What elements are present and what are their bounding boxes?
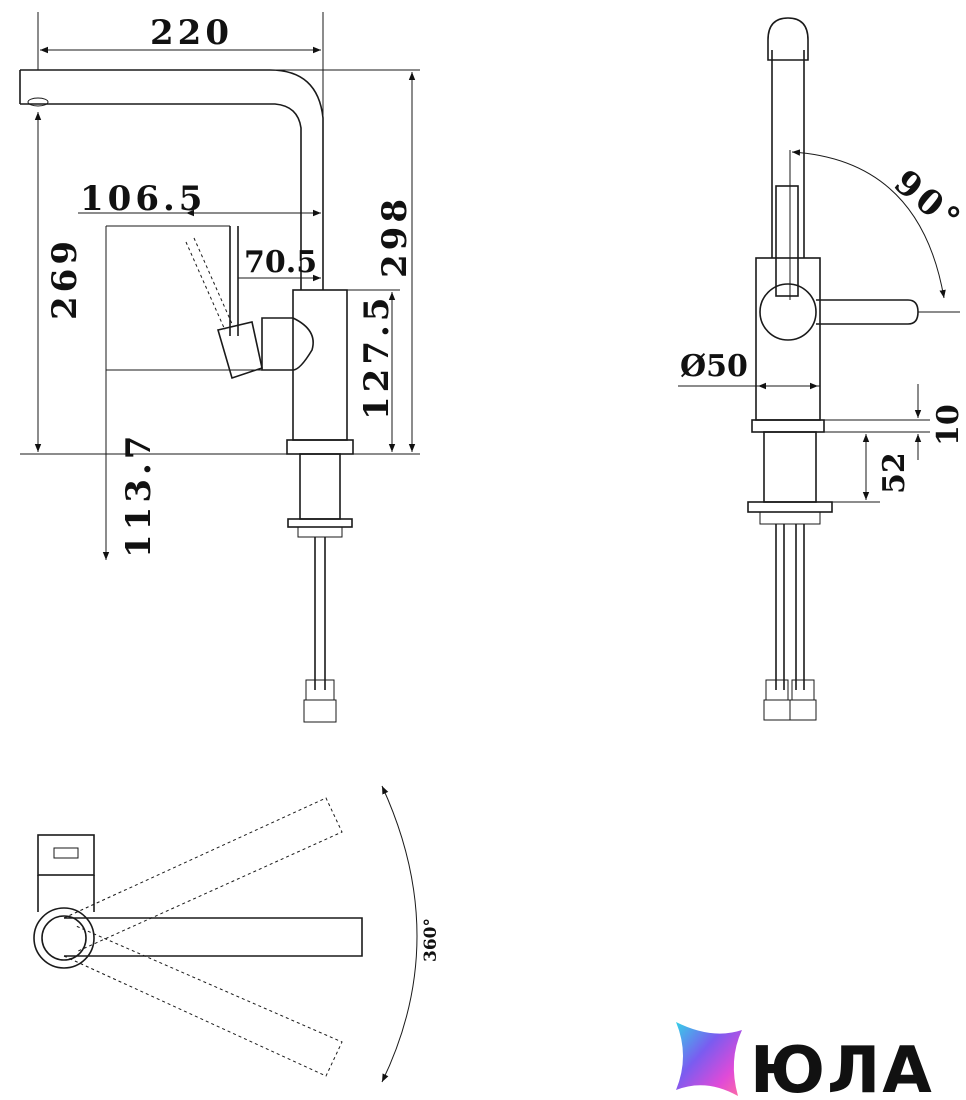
- dim-body-height-label: 127.5: [357, 294, 397, 420]
- top-spout: [64, 917, 363, 957]
- dim-total-height-label: 298: [375, 195, 415, 278]
- front-view: 90° Ø50 10 52: [678, 17, 966, 721]
- dim-handle-angle-label: 90°: [886, 162, 966, 242]
- spout-aerator: [27, 97, 49, 107]
- dim-width-label: 220: [150, 13, 233, 53]
- front-mount-plate: [747, 501, 833, 513]
- mount-nut: [297, 526, 343, 538]
- dim-base-thickness-label: 10: [931, 404, 966, 446]
- handle-joint: [216, 321, 263, 380]
- dim-spout-height-label: 269: [45, 237, 85, 320]
- front-body: [755, 257, 821, 421]
- top-body-outer: [33, 907, 95, 969]
- dim-handle-reach-label: 106.5: [80, 179, 206, 219]
- top-lever-slot: [53, 847, 79, 859]
- top-lever-box: [37, 834, 95, 876]
- dim-rotation-label: 360°: [421, 918, 441, 962]
- logo: ЮЛА: [676, 1022, 934, 1100]
- base-ring: [286, 439, 354, 455]
- handle-hub: [759, 283, 817, 341]
- spout-tip: [767, 17, 809, 61]
- dim-arc-rotation: [381, 785, 418, 1083]
- shank: [299, 453, 341, 520]
- front-lever: [775, 185, 799, 297]
- dim-below-deck-label: 113.7: [119, 432, 159, 558]
- top-spout-rotated-down: [63, 925, 343, 1077]
- front-base-ring: [751, 419, 825, 433]
- side-view: 220 106.5 70.5 298 269 127.5 113.7: [19, 12, 420, 723]
- front-shank: [763, 431, 817, 503]
- hose-fitting-2: [303, 699, 337, 723]
- mount-plate: [287, 518, 353, 528]
- lever-tilted: [185, 241, 226, 331]
- logo-star-icon: [676, 1022, 742, 1096]
- top-view: 360°: [33, 785, 441, 1083]
- front-lever-horizontal: [816, 299, 919, 325]
- dim-diameter-label: Ø50: [680, 349, 748, 384]
- front-mount-nut: [759, 511, 821, 525]
- logo-text: ЮЛА: [750, 1034, 934, 1100]
- top-body-inner: [41, 915, 87, 961]
- hose-fitting-1: [305, 679, 335, 701]
- dim-arc-handle-angle: [791, 149, 946, 299]
- dim-shank-label: 52: [877, 452, 912, 494]
- handle-cartridge: [261, 317, 314, 371]
- top-spout-rotated-up: [63, 797, 343, 953]
- dim-handle-offset-label: 70.5: [244, 245, 317, 280]
